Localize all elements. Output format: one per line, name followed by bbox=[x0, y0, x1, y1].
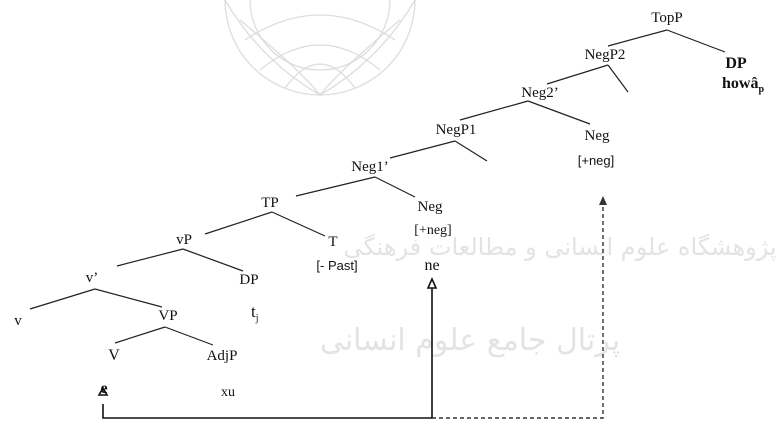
word-ne: ne bbox=[424, 257, 439, 274]
node-V: V bbox=[108, 347, 120, 364]
node-VP: VP bbox=[158, 308, 177, 324]
node-vP: vP bbox=[176, 232, 192, 248]
node-Neg-upper: Neg bbox=[585, 128, 610, 144]
node-AdjP: AdjP bbox=[207, 348, 238, 364]
node-vbar: v’ bbox=[86, 270, 99, 286]
feature-neg-lower: [+neg] bbox=[414, 223, 451, 238]
tree-branches bbox=[29, 29, 726, 346]
node-Neg2bar: Neg2’ bbox=[521, 85, 559, 101]
word-howa: howâp bbox=[722, 75, 764, 95]
arrow-head-ne bbox=[426, 277, 438, 289]
node-NegP1: NegP1 bbox=[436, 122, 477, 138]
watermark-rosette bbox=[224, 0, 416, 96]
node-DP-mid: DP bbox=[239, 272, 258, 288]
node-Neg-lower: Neg bbox=[418, 199, 443, 215]
node-NegP2: NegP2 bbox=[585, 47, 626, 63]
node-TopP: TopP bbox=[651, 10, 682, 26]
watermark-line-1: پژوهشگاه علوم انسانی و مطالعات فرهنگی bbox=[343, 233, 776, 261]
feature-neg-upper: [+neg] bbox=[578, 153, 615, 168]
node-v: v bbox=[14, 313, 22, 329]
arrow-head-e bbox=[97, 386, 109, 396]
head-movement-arrow bbox=[102, 288, 433, 419]
trace-t-j: tj bbox=[251, 302, 259, 324]
neg-raising-dashed-arrow bbox=[432, 204, 604, 419]
arrow-head-neg-upper bbox=[599, 196, 607, 205]
word-e: e bbox=[100, 380, 107, 397]
movement-arrows bbox=[97, 196, 607, 419]
watermark-line-2: پرتال جامع علوم انسانی bbox=[320, 323, 620, 358]
word-xu: xu bbox=[221, 385, 235, 400]
node-T: T bbox=[328, 234, 337, 250]
node-DP-top: DP bbox=[725, 55, 747, 72]
feature-past: [- Past] bbox=[316, 258, 357, 273]
node-TP: TP bbox=[261, 195, 279, 211]
node-Neg1bar: Neg1’ bbox=[351, 159, 389, 175]
